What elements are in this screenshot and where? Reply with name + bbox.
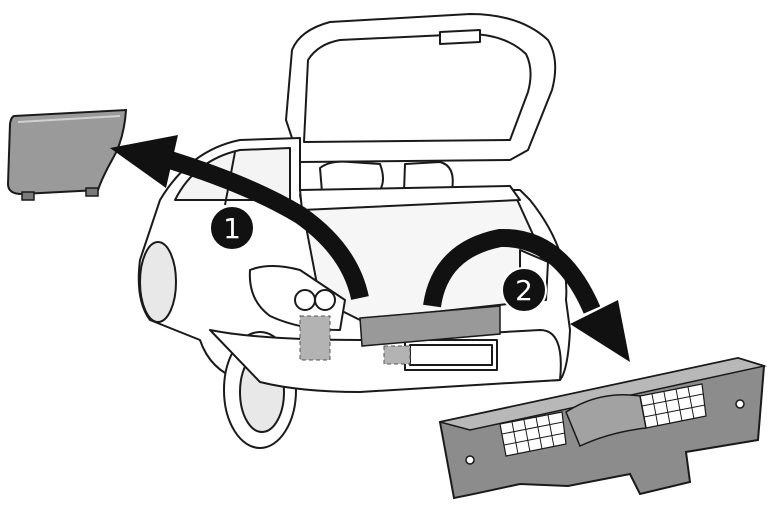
step-badge-2: 2 — [502, 268, 546, 312]
step-badge-1: 1 — [210, 206, 254, 250]
side-trim-panel — [8, 110, 126, 200]
svg-text:2: 2 — [515, 274, 533, 307]
svg-text:1: 1 — [223, 212, 241, 245]
